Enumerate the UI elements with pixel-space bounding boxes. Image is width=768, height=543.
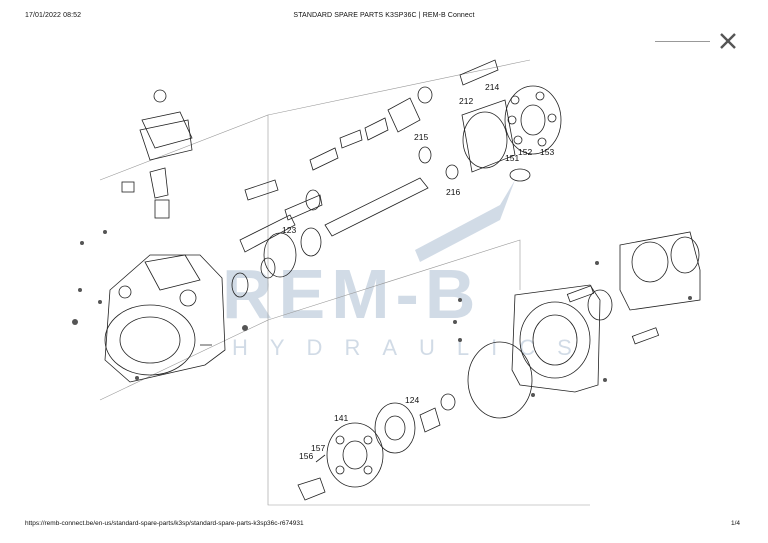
close-button[interactable] (655, 30, 739, 52)
part-label-141: 141 (334, 413, 348, 423)
swash-components (418, 85, 562, 182)
drive-shaft (231, 59, 499, 298)
part-label-151: 151 (505, 153, 519, 163)
rotating-group (297, 341, 533, 501)
close-icon (720, 33, 736, 49)
part-number-labels: 214 212 215 151 152 153 216 123 141 124 … (282, 82, 554, 461)
part-label-153: 153 (540, 147, 554, 157)
page-number: 1/4 (730, 520, 740, 527)
page-title: STANDARD SPARE PARTS K3SP36C | REM-B Con… (293, 12, 475, 19)
part-label-212: 212 (459, 96, 473, 106)
callout-marks (72, 230, 692, 397)
watermark-brand: REM-B (222, 255, 481, 333)
part-label-216: 216 (446, 187, 460, 197)
part-label-157: 157 (311, 443, 325, 453)
pump-housing (104, 254, 226, 383)
part-label-215: 215 (414, 132, 428, 142)
brand-watermark: REM-B HYDRAULICS (222, 180, 594, 360)
print-datetime: 17/01/2022 08:52 (25, 12, 82, 19)
frame-lines (99, 59, 590, 506)
close-divider (655, 41, 710, 42)
regulator-block (121, 89, 193, 219)
part-label-152: 152 (518, 147, 532, 157)
footer-url: https://remb-connect.be/en-us/standard-s… (25, 520, 304, 527)
watermark-sub: HYDRAULICS (232, 335, 594, 360)
rear-cover (511, 231, 701, 393)
part-label-123: 123 (282, 225, 296, 235)
part-label-156: 156 (299, 451, 313, 461)
part-label-214: 214 (485, 82, 499, 92)
part-label-124: 124 (405, 395, 419, 405)
